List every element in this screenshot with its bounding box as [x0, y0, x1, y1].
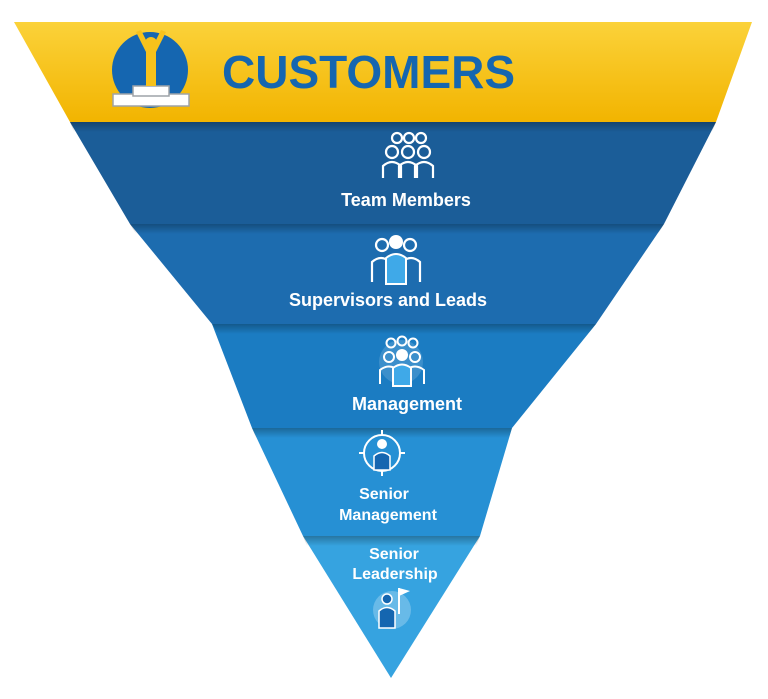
supervisor-group-icon	[370, 235, 422, 285]
tier-5-shadow	[303, 536, 480, 546]
management-group-icon	[379, 335, 425, 387]
tier-4-band	[252, 428, 512, 536]
tier-3-label: Management	[352, 394, 462, 414]
winner-podium-icon	[112, 30, 190, 108]
tier-2-shadow	[130, 224, 664, 234]
tier-1-band	[70, 122, 716, 224]
tier-4-label-line-2: Management	[339, 507, 437, 524]
tier-5-label-line-1: Senior	[369, 546, 419, 563]
tier-1-label: Team Members	[341, 190, 471, 210]
tier-4-label-line-1: Senior	[359, 486, 409, 503]
customers-band	[14, 22, 752, 122]
tier-3-shadow	[212, 324, 596, 334]
customers-label: CUSTOMERS	[222, 46, 515, 98]
leader-flag-icon	[373, 588, 411, 629]
target-person-icon	[359, 430, 405, 476]
tier-2-label: Supervisors and Leads	[289, 290, 487, 310]
team-group-icon	[381, 131, 435, 178]
tier-5-label-line-2: Leadership	[352, 566, 438, 583]
tier-1-shadow	[70, 122, 716, 132]
tier-5-band	[303, 536, 480, 678]
